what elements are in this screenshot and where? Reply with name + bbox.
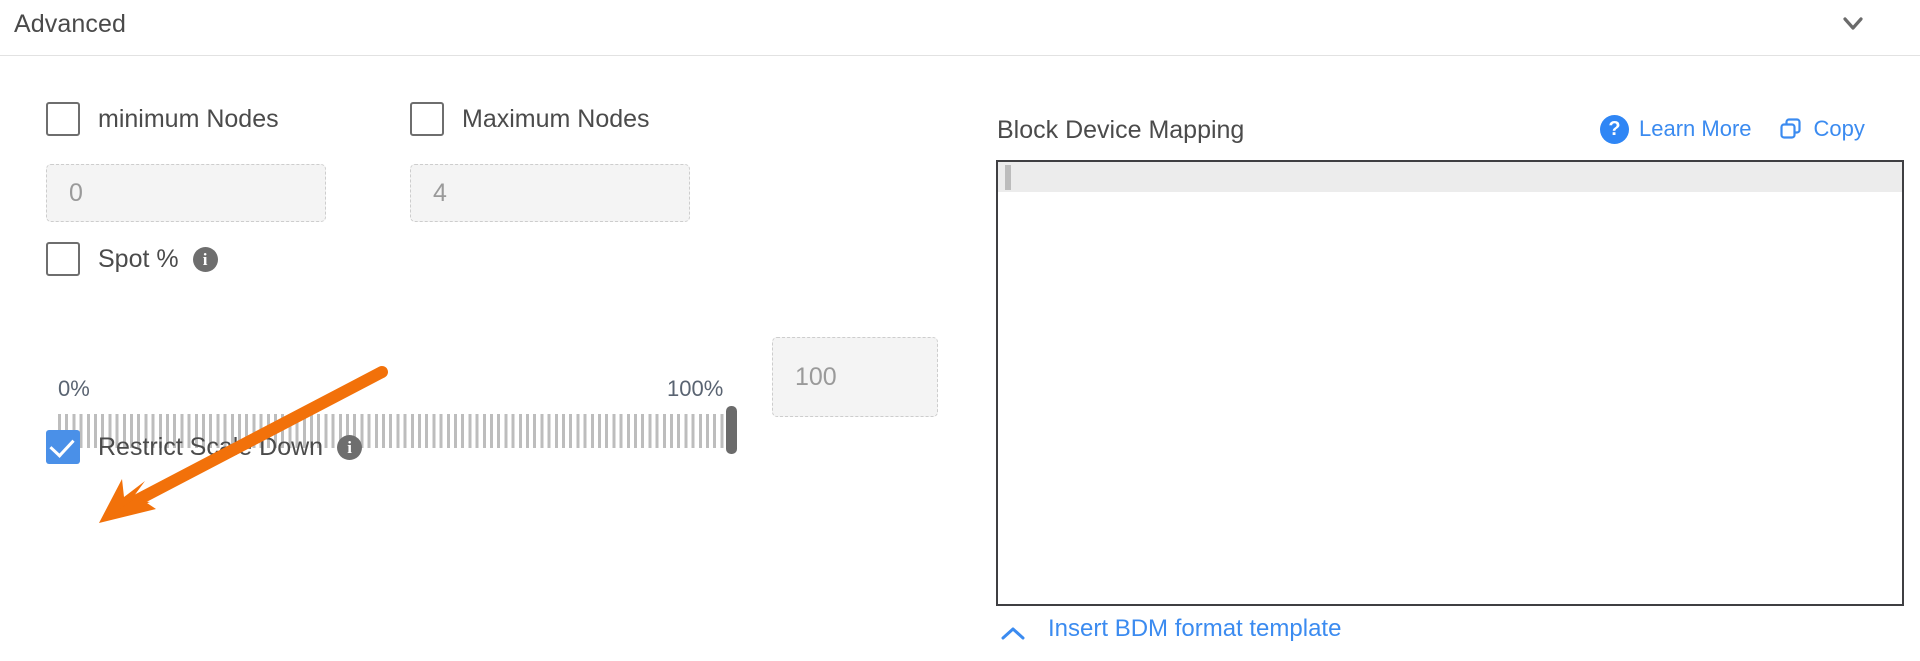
copy-button[interactable]: Copy [1778, 116, 1865, 142]
editor-active-line [998, 162, 1902, 192]
question-mark-icon: ? [1600, 114, 1629, 144]
minimum-nodes-input[interactable]: 0 [46, 164, 326, 222]
chevron-down-icon[interactable] [1834, 8, 1872, 40]
spot-percent-row[interactable]: Spot % i [46, 242, 218, 276]
header-divider [0, 55, 1920, 56]
minimum-nodes-label: minimum Nodes [98, 104, 279, 133]
spot-percent-info-icon[interactable]: i [192, 246, 218, 272]
spot-percent-label: Spot % [98, 244, 179, 273]
editor-cursor [1005, 165, 1011, 190]
page-title: Advanced [14, 10, 126, 38]
block-device-mapping-title: Block Device Mapping [997, 116, 1245, 144]
copy-icon [1778, 116, 1804, 142]
insert-bdm-template-link[interactable]: Insert BDM format template [1000, 615, 1341, 643]
minimum-nodes-row[interactable]: minimum Nodes [46, 102, 279, 136]
chevron-up-icon [1000, 621, 1026, 640]
learn-more-label: Learn More [1639, 116, 1752, 141]
bdm-actions: ? Learn More Copy [1600, 113, 1865, 145]
maximum-nodes-row[interactable]: Maximum Nodes [410, 102, 650, 136]
maximum-nodes-label: Maximum Nodes [462, 104, 650, 133]
restrict-scale-down-checkbox[interactable] [46, 430, 80, 464]
slider-thumb[interactable] [726, 406, 737, 454]
spot-percent-checkbox[interactable] [46, 242, 80, 276]
minimum-nodes-checkbox[interactable] [46, 102, 80, 136]
slider-min-label: 0% [58, 376, 90, 401]
learn-more-link[interactable]: ? Learn More [1600, 114, 1752, 144]
copy-label: Copy [1813, 116, 1865, 141]
slider-max-label: 100% [667, 376, 724, 401]
insert-bdm-template-label: Insert BDM format template [1048, 615, 1342, 642]
left-settings-column: minimum Nodes Maximum Nodes 0 4 Spot % i… [0, 56, 960, 656]
maximum-nodes-checkbox[interactable] [410, 102, 444, 136]
spot-percent-value-input[interactable]: 100 [772, 337, 938, 417]
section-header[interactable]: Advanced [0, 0, 1920, 56]
block-device-mapping-editor[interactable] [996, 160, 1904, 606]
maximum-nodes-input[interactable]: 4 [410, 164, 690, 222]
